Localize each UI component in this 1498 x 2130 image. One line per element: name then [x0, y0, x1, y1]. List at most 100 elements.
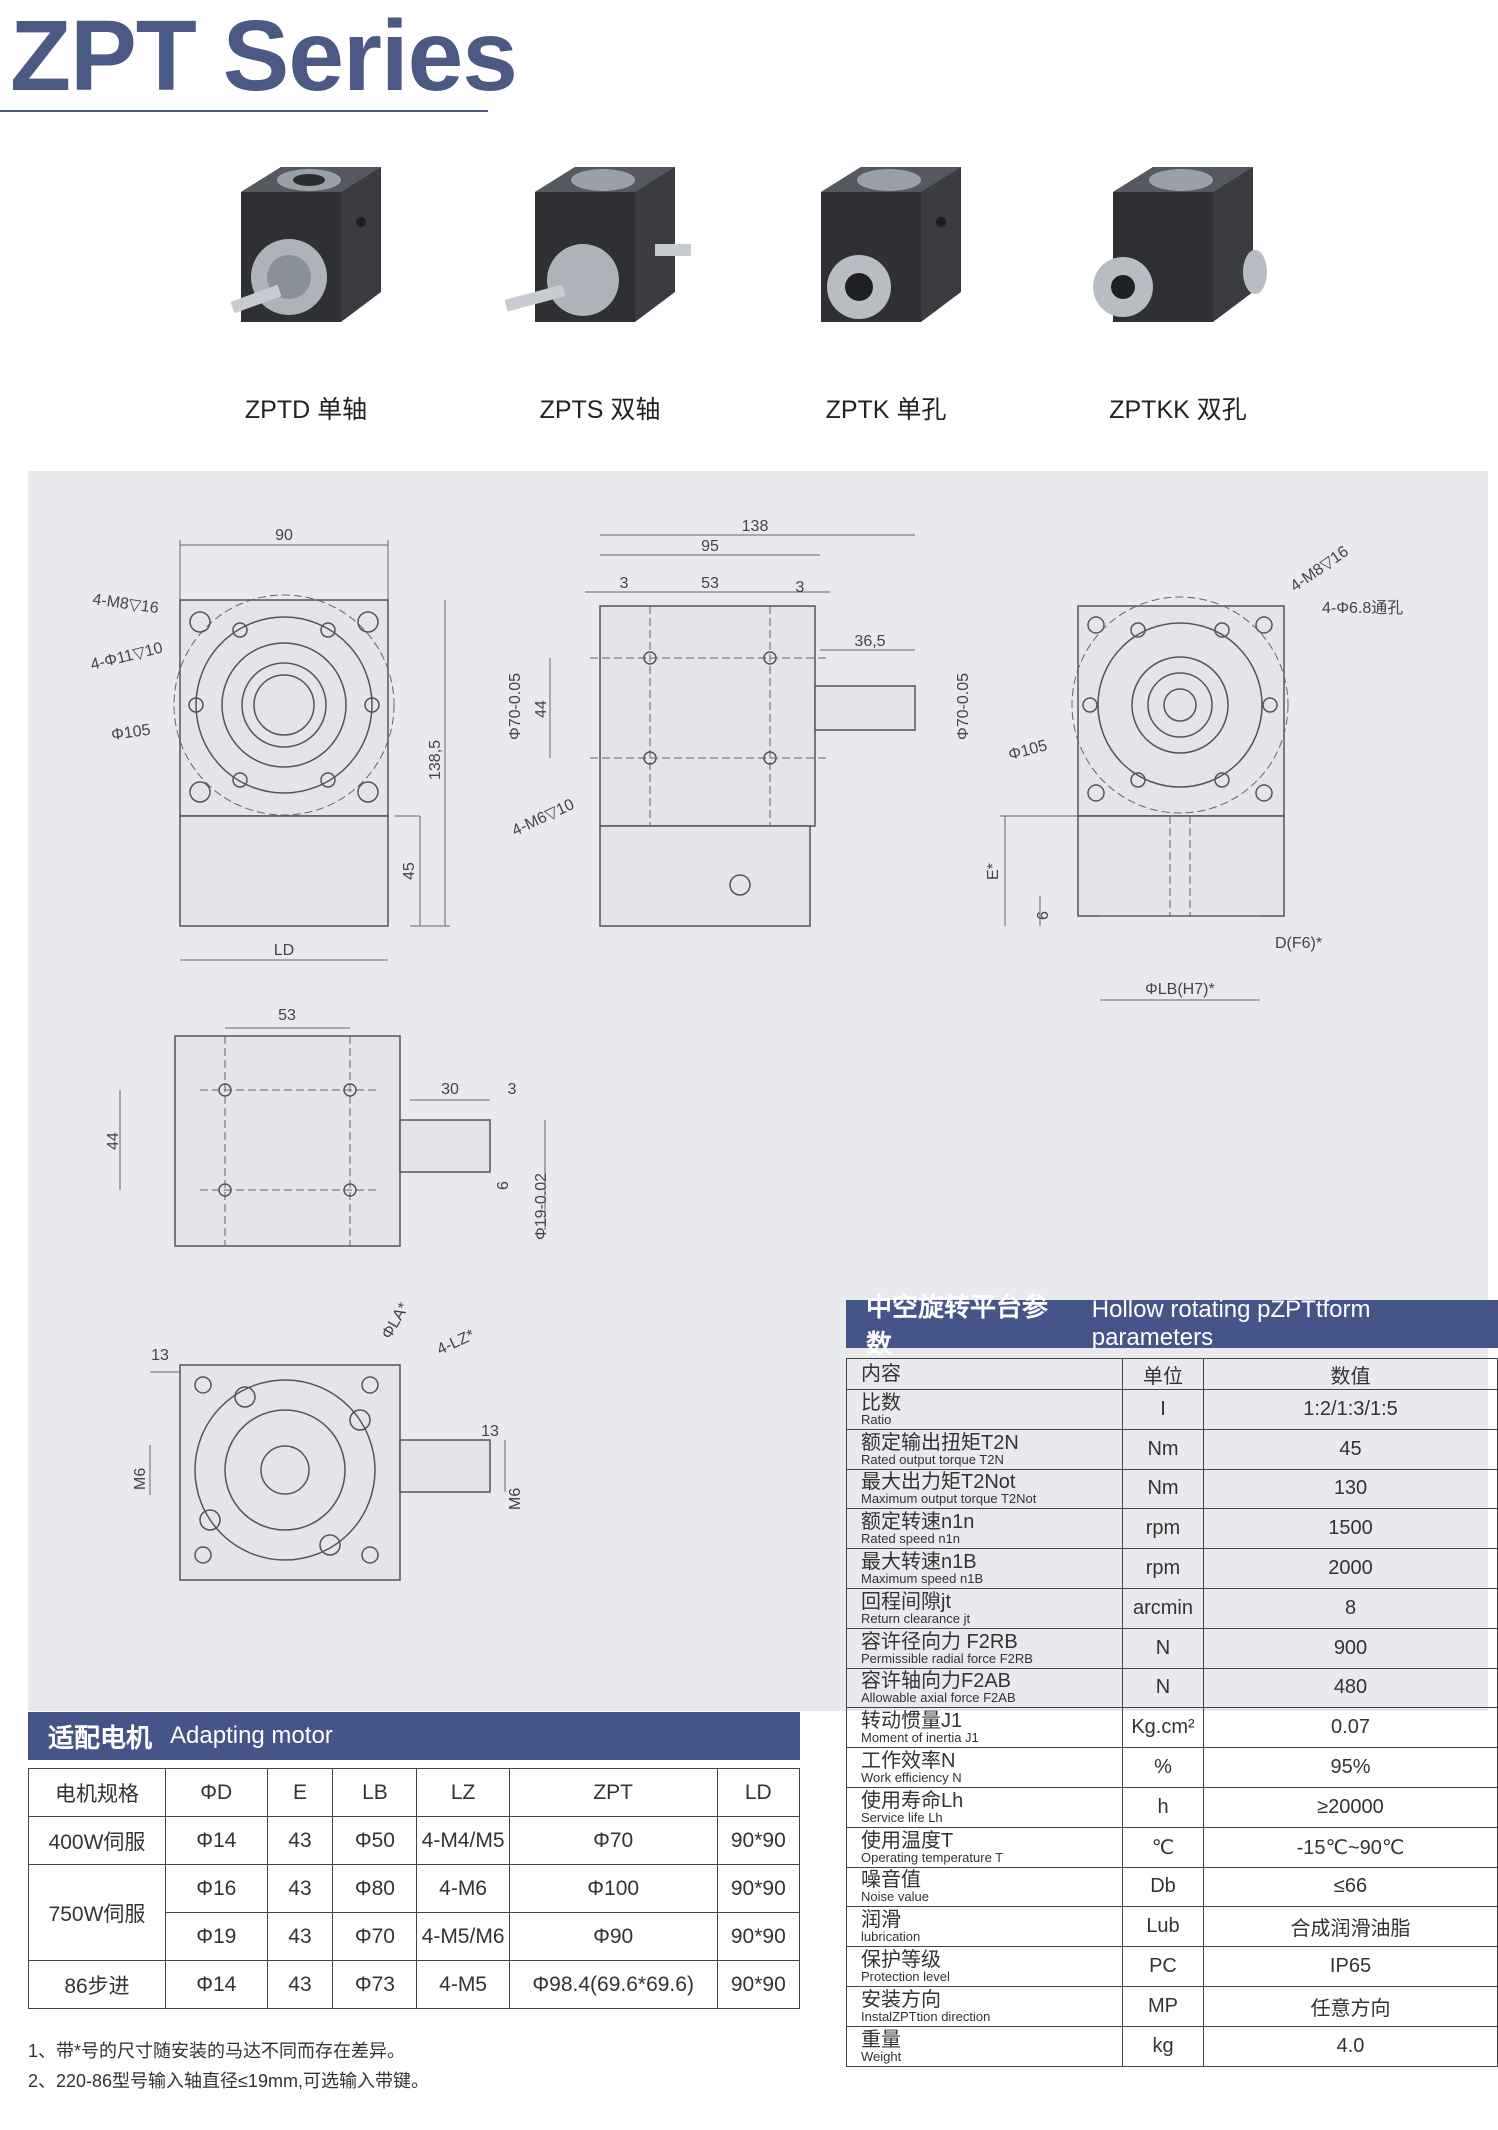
param-name-en: Operating temperature T: [861, 1849, 1004, 1865]
param-name-en: Rated speed n1n: [861, 1531, 961, 1547]
motor-cell-e: 43: [266, 1912, 334, 1961]
param-unit: I: [1122, 1389, 1204, 1430]
param-value: 8: [1203, 1587, 1498, 1629]
param-value: 480: [1203, 1667, 1498, 1709]
param-name-en: Maximum speed n1B: [861, 1571, 984, 1587]
param-name-en: Weight: [861, 2048, 902, 2064]
param-name-zh: 噪音值: [861, 1869, 921, 1892]
param-name-en: Return clearance jt: [861, 1610, 971, 1626]
product-zptd: ZPTD 单轴: [206, 162, 406, 426]
dim-phi11: 4-Φ11▽10: [89, 640, 165, 674]
footnote: 2、220-86型号输入轴直径≤19mm,可选输入带键。: [28, 2071, 429, 2091]
param-name-zh: 转动惯量J1: [861, 1710, 963, 1733]
param-unit: PC: [1122, 1946, 1204, 1987]
dim-53b: 53: [278, 1007, 296, 1024]
param-name-zh: 回程间隙jt: [861, 1590, 951, 1613]
dim-44b: 44: [105, 1132, 122, 1150]
dim-lz: 4-LZ*: [435, 1327, 478, 1359]
motor-title-zh: 适配电机: [48, 1722, 153, 1753]
param-value: 45: [1203, 1428, 1498, 1470]
param-name-en: Rated output torque T2N: [861, 1451, 1004, 1467]
dim-phi70b: Φ70-0.05: [955, 673, 972, 740]
product-label: ZPTS 双轴: [539, 396, 661, 424]
param-value: 900: [1203, 1627, 1498, 1669]
dim-phi19: Φ19-0.02: [533, 1173, 550, 1240]
param-value: 4.0: [1203, 2025, 1498, 2067]
motor-cell-lb: Φ73: [332, 1960, 418, 2009]
params-header-row: 内容单位数值: [846, 1358, 1498, 1390]
footnote: 1、带*号的尺寸随安装的马达不同而存在差异。: [28, 2041, 406, 2061]
params-col-header: 内容: [846, 1358, 1123, 1390]
param-unit: ℃: [1122, 1826, 1204, 1868]
motor-cell-lz: 4-M5/M6: [416, 1912, 510, 1961]
dim-13b: 13: [481, 1423, 499, 1440]
gearbox-photo-icon: [230, 167, 381, 322]
param-unit: h: [1122, 1786, 1204, 1828]
param-name-zh: 容许轴向力F2AB: [861, 1670, 1012, 1693]
dim-phi105b: Φ105: [1007, 737, 1050, 764]
motor-section-header: 适配电机 Adapting motor: [28, 1712, 800, 1760]
product-zptk: ZPTK 单孔: [786, 162, 986, 426]
param-unit: arcmin: [1122, 1587, 1204, 1629]
param-name-en: InstalZPTtion direction: [861, 2008, 991, 2024]
dim-53: 53: [701, 575, 719, 592]
param-unit: %: [1122, 1747, 1204, 1788]
param-value: 1500: [1203, 1508, 1498, 1550]
dim-df6: D(F6)*: [1275, 935, 1322, 952]
param-name-en: lubrication: [861, 1929, 921, 1945]
dim-ld: LD: [274, 942, 294, 959]
motor-col-header: LB: [332, 1768, 418, 1817]
param-name-zh: 比数: [861, 1391, 901, 1414]
dim-44: 44: [533, 700, 550, 718]
dim-1385: 138,5: [427, 740, 444, 780]
param-unit: rpm: [1122, 1508, 1204, 1550]
motor-cell-lz: 4-M4/M5: [416, 1816, 510, 1865]
dim-45: 45: [401, 862, 418, 880]
param-value: 1:2/1:3/1:5: [1203, 1389, 1498, 1430]
param-name-en: Service life Lh: [861, 1809, 943, 1825]
motor-cell-ld: 90*90: [716, 1864, 801, 1913]
param-value: -15℃~90℃: [1203, 1826, 1498, 1868]
param-name-zh: 最大出力矩T2Not: [861, 1471, 1016, 1494]
param-name-en: Work efficiency N: [861, 1770, 962, 1786]
param-name-en: Allowable axial force F2AB: [861, 1690, 1016, 1706]
dim-95: 95: [701, 538, 719, 555]
param-unit: MP: [1122, 1985, 1204, 2027]
param-name-zh: 工作效率N: [861, 1750, 956, 1773]
param-value: ≤66: [1203, 1866, 1498, 1908]
motor-cell-e: 43: [266, 1864, 334, 1913]
motor-cell-e: 43: [266, 1960, 334, 2009]
motor-cell-d: Φ14: [165, 1960, 268, 2009]
footnotes: 1、带*号的尺寸随安装的马达不同而存在差异。 2、220-86型号输入轴直径≤1…: [28, 2036, 429, 2096]
motor-cell-lz: 4-M6: [416, 1864, 510, 1913]
param-name-zh: 额定转速n1n: [861, 1511, 975, 1534]
param-unit: Kg.cm²: [1122, 1707, 1204, 1749]
motor-cell-e: 43: [266, 1816, 334, 1865]
motor-cell-d: Φ16: [165, 1864, 268, 1913]
param-unit: Nm: [1122, 1428, 1204, 1470]
dim-phi68: 4-Φ6.8通孔: [1322, 599, 1403, 617]
dim-m6b: M6: [507, 1488, 524, 1510]
drawing-input-view: 13 ΦLA* 4-LZ* M6 13 M6: [132, 1300, 524, 1581]
param-value: 合成润滑油脂: [1203, 1906, 1498, 1948]
param-name-zh: 安装方向: [861, 1988, 941, 2011]
